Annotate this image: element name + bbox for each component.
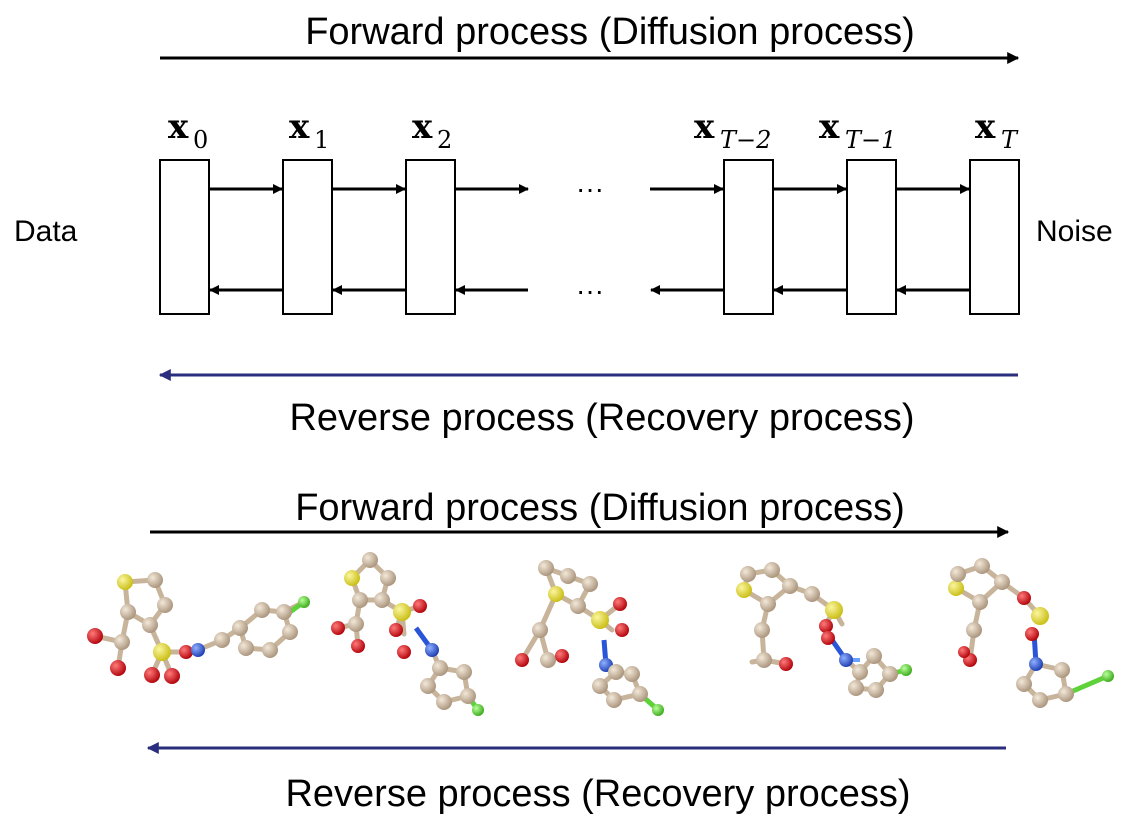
molecule-3 (515, 560, 664, 716)
noise-label: Noise (1036, 215, 1113, 248)
molecule-2 (331, 552, 484, 716)
state-label-xT-2: x T−2 (694, 107, 771, 154)
svg-text:x: x (412, 107, 433, 147)
state-label-x1: x 1 (289, 107, 329, 154)
state-label-x0: x 0 (168, 107, 208, 154)
svg-text:x: x (168, 107, 189, 147)
state-box-x2 (405, 159, 456, 315)
state-label-x2: x 2 (412, 107, 452, 154)
top-forward-label: Forward process (Diffusion process) (305, 11, 915, 53)
state-box-xT-2 (723, 159, 774, 315)
bottom-reverse-label: Reverse process (Recovery process) (285, 773, 910, 814)
data-label: Data (14, 215, 78, 248)
state-box-x0 (159, 159, 210, 315)
state-label-xT-1: x T−1 (819, 107, 896, 154)
svg-text:T−2: T−2 (720, 126, 771, 154)
top-reverse-label: Reverse process (Recovery process) (289, 397, 914, 439)
molecule-1 (87, 572, 310, 684)
svg-text:T: T (1001, 126, 1019, 154)
molecule-5 (948, 558, 1114, 708)
svg-text:1: 1 (314, 126, 329, 154)
svg-text:x: x (975, 107, 996, 147)
state-box-x1 (282, 159, 333, 315)
svg-text:2: 2 (437, 126, 452, 154)
ellipsis-forward: ··· (576, 173, 604, 204)
svg-text:T−1: T−1 (845, 126, 896, 154)
svg-text:0: 0 (193, 126, 208, 154)
molecule-4 (736, 562, 912, 698)
bottom-forward-label: Forward process (Diffusion process) (295, 487, 905, 529)
state-box-xT-1 (846, 159, 897, 315)
state-label-xT: x T (975, 107, 1019, 154)
ellipsis-reverse: ··· (576, 275, 604, 306)
svg-text:x: x (289, 107, 310, 147)
state-box-xT (969, 159, 1020, 315)
svg-text:x: x (819, 107, 840, 147)
svg-text:x: x (694, 107, 715, 147)
